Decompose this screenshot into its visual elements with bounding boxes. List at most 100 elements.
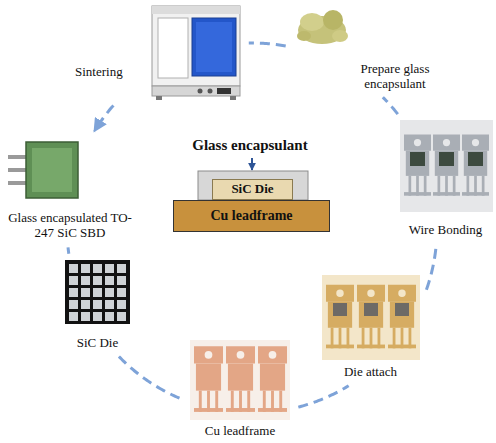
furnace-picture-part xyxy=(152,86,240,96)
furnace-picture xyxy=(152,6,240,100)
die-array-photo-part-part xyxy=(93,312,102,321)
box-label: Cu leadframe xyxy=(210,208,292,224)
furnace-picture-part xyxy=(152,6,240,14)
die-array-photo-part-part xyxy=(117,264,126,273)
die-array-photo-part-part xyxy=(81,264,90,273)
die-array-photo-part-part xyxy=(93,300,102,309)
die-array-photo-part-part xyxy=(105,276,114,285)
flow-arc xyxy=(383,97,398,114)
leader-arrow xyxy=(252,158,253,170)
die-array-photo xyxy=(65,260,130,324)
flow-arc xyxy=(94,105,113,131)
die-array-photo-part-part xyxy=(93,264,102,273)
die-attach-photo-part xyxy=(388,285,416,348)
step-label: Die attach xyxy=(344,365,397,380)
die-box: SiC Die xyxy=(212,179,293,200)
process-step: SiC Die xyxy=(60,258,135,353)
powder-picture-part xyxy=(300,13,324,31)
flow-arc xyxy=(426,244,436,290)
flow-arc xyxy=(67,247,71,253)
step-label: Wire Bonding xyxy=(409,223,483,238)
device-photo-part xyxy=(32,148,72,192)
leadframe-photo-part xyxy=(226,346,255,412)
device-photo-part xyxy=(8,168,28,172)
process-step: Wire Bonding xyxy=(398,118,493,240)
leadframe-photo xyxy=(190,340,290,420)
box-label: SiC Die xyxy=(231,182,273,197)
furnace-picture-part xyxy=(208,89,213,94)
die-array-photo-part-part xyxy=(81,276,90,285)
die-attach-photo-part xyxy=(357,285,385,348)
process-step: Sintering xyxy=(75,2,245,102)
step-label: Sintering xyxy=(75,65,123,80)
die-array-photo-part xyxy=(69,264,126,321)
powder-picture-part xyxy=(297,31,311,41)
wire-bonding-photo-part xyxy=(468,152,483,166)
process-step: Cu leadframe xyxy=(185,338,295,441)
wire-bonding-photo-part xyxy=(410,152,425,166)
wire-bonding-photo-part xyxy=(462,135,489,196)
process-step: Glass encapsulated TO-247 SiC SBD xyxy=(5,135,135,243)
die-array-photo-part-part xyxy=(105,264,114,273)
wire-bonding-photo-part xyxy=(400,120,493,212)
die-array-photo-part-part xyxy=(117,312,126,321)
device-photo-part xyxy=(26,142,78,198)
device-photo-part xyxy=(8,155,28,159)
die-array-photo-part-part xyxy=(93,288,102,297)
device-photo-part xyxy=(8,181,28,185)
die-array-photo-part-part xyxy=(105,288,114,297)
leader-arrow-part xyxy=(251,158,253,170)
flow-arc xyxy=(298,386,348,407)
furnace-picture-part xyxy=(156,96,162,100)
die-array-photo-part-part xyxy=(69,264,78,273)
powder-picture-part xyxy=(332,30,348,42)
glass-layer xyxy=(198,171,308,200)
die-array-photo-part-part xyxy=(117,276,126,285)
die-array-photo-part-part xyxy=(93,276,102,285)
die-array-photo-part-part xyxy=(81,300,90,309)
die-array-photo-part-part xyxy=(105,300,114,309)
furnace-picture-part xyxy=(196,22,232,72)
powder-picture xyxy=(297,10,348,44)
die-attach-photo-part xyxy=(322,275,420,360)
die-array-photo-part-part xyxy=(81,288,90,297)
wire-bonding-photo-part xyxy=(433,135,460,196)
die-attach-photo-part xyxy=(333,303,347,316)
wire-bonding-photo-part xyxy=(439,152,454,166)
furnace-picture-part xyxy=(217,88,231,94)
powder-picture-part xyxy=(323,10,343,30)
glass-layer-part xyxy=(198,171,308,200)
device-photo xyxy=(8,142,78,198)
process-step: Prepare glass encapsulant xyxy=(290,2,445,94)
part-label: Glass encapsulant xyxy=(150,137,350,154)
flow-arc xyxy=(249,43,286,46)
die-array-photo-part-part xyxy=(117,288,126,297)
step-label: Glass encapsulated TO-247 SiC SBD xyxy=(7,211,133,241)
leadframe-photo-part xyxy=(194,346,223,412)
die-array-photo-part xyxy=(65,260,130,324)
furnace-picture-part xyxy=(152,6,240,86)
furnace-picture-part xyxy=(198,89,203,94)
furnace-picture-part xyxy=(192,18,236,76)
furnace-picture-part xyxy=(158,18,188,78)
furnace-picture-part xyxy=(230,96,236,100)
die-array-photo-part-part xyxy=(69,312,78,321)
process-step: Die attach xyxy=(318,272,423,382)
step-label: SiC Die xyxy=(77,336,119,351)
die-attach-photo-part xyxy=(326,285,354,348)
wire-bonding-photo-part xyxy=(404,135,431,196)
die-array-photo-part-part xyxy=(69,288,78,297)
wire-bonding-photo xyxy=(400,120,493,212)
leadframe-photo-part xyxy=(258,346,287,412)
die-array-photo-part-part xyxy=(69,300,78,309)
leadframe-photo-part xyxy=(190,340,290,420)
die-array-photo-part-part xyxy=(69,276,78,285)
flow-arc xyxy=(119,357,181,399)
die-attach-photo xyxy=(322,275,420,360)
die-array-photo-part-part xyxy=(117,300,126,309)
step-label: Cu leadframe xyxy=(205,424,275,439)
die-array-photo-part-part xyxy=(81,312,90,321)
step-label: Prepare glass encapsulant xyxy=(345,62,445,92)
leadframe-box: Cu leadframe xyxy=(173,200,330,232)
